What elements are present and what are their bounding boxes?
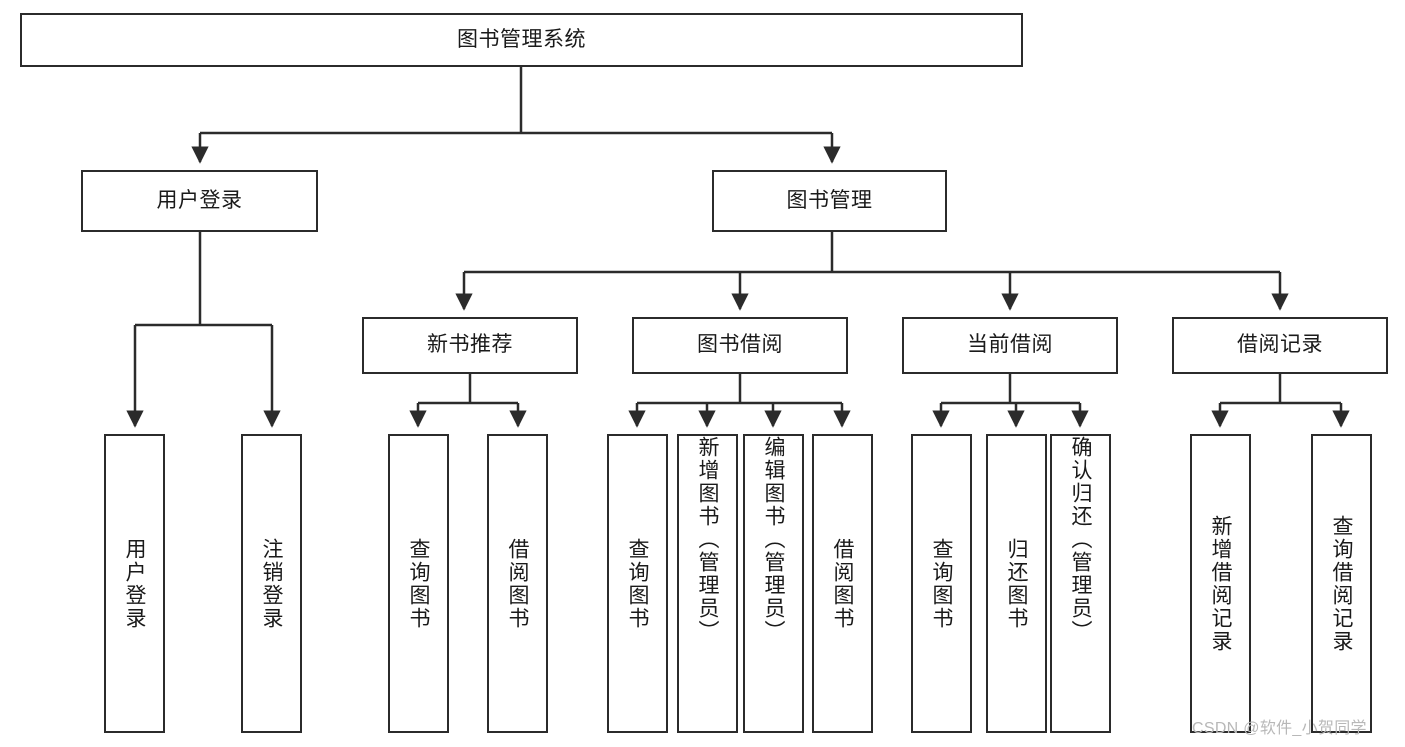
node-leaf-return-book-label: 归还图书 <box>1005 537 1028 630</box>
node-leaf-query-book-2-label: 查询图书 <box>626 537 649 630</box>
node-leaf-query-book-3-label: 查询图书 <box>930 537 953 630</box>
node-user-login[interactable]: 用户登录 <box>81 170 318 232</box>
node-leaf-user-logout[interactable]: 注销登录 <box>241 434 302 733</box>
node-leaf-confirm-return-admin[interactable]: 确认归还（管理员） <box>1050 434 1111 733</box>
node-leaf-query-book-2[interactable]: 查询图书 <box>607 434 668 733</box>
node-book-borrow[interactable]: 图书借阅 <box>632 317 848 374</box>
node-leaf-return-book[interactable]: 归还图书 <box>986 434 1047 733</box>
node-book-management[interactable]: 图书管理 <box>712 170 947 232</box>
node-leaf-query-book-1[interactable]: 查询图书 <box>388 434 449 733</box>
node-borrow-records[interactable]: 借阅记录 <box>1172 317 1388 374</box>
node-root[interactable]: 图书管理系统 <box>20 13 1023 67</box>
node-leaf-borrow-book-1-label: 借阅图书 <box>506 537 529 630</box>
node-leaf-query-borrow-record-label: 查询借阅记录 <box>1330 514 1353 653</box>
node-leaf-query-book-3[interactable]: 查询图书 <box>911 434 972 733</box>
node-root-label: 图书管理系统 <box>457 27 586 51</box>
node-leaf-borrow-book-2[interactable]: 借阅图书 <box>812 434 873 733</box>
node-new-book-recommend-label: 新书推荐 <box>427 333 513 357</box>
node-current-borrow-label: 当前借阅 <box>967 333 1053 357</box>
node-leaf-add-borrow-record-label: 新增借阅记录 <box>1209 514 1232 653</box>
node-leaf-edit-book-admin[interactable]: 编辑图书（管理员） <box>743 434 804 733</box>
node-leaf-user-login-label: 用户登录 <box>123 537 146 630</box>
node-leaf-user-login[interactable]: 用户登录 <box>104 434 165 733</box>
node-new-book-recommend[interactable]: 新书推荐 <box>362 317 578 374</box>
node-leaf-confirm-return-admin-label: 确认归还（管理员） <box>1069 436 1092 643</box>
node-leaf-edit-book-admin-label: 编辑图书（管理员） <box>762 436 785 643</box>
node-user-login-label: 用户登录 <box>156 188 243 212</box>
node-leaf-query-borrow-record[interactable]: 查询借阅记录 <box>1311 434 1372 733</box>
node-book-management-label: 图书管理 <box>786 188 873 212</box>
node-leaf-add-book-admin[interactable]: 新增图书（管理员） <box>677 434 738 733</box>
node-current-borrow[interactable]: 当前借阅 <box>902 317 1118 374</box>
csdn-watermark: CSDN @软件_小贺同学 <box>1192 720 1367 737</box>
node-leaf-borrow-book-1[interactable]: 借阅图书 <box>487 434 548 733</box>
node-leaf-user-logout-label: 注销登录 <box>260 537 283 630</box>
node-leaf-borrow-book-2-label: 借阅图书 <box>831 537 854 630</box>
node-leaf-query-book-1-label: 查询图书 <box>407 537 430 630</box>
node-leaf-add-book-admin-label: 新增图书（管理员） <box>696 436 719 643</box>
node-leaf-add-borrow-record[interactable]: 新增借阅记录 <box>1190 434 1251 733</box>
node-book-borrow-label: 图书借阅 <box>697 333 783 357</box>
node-borrow-records-label: 借阅记录 <box>1237 333 1323 357</box>
